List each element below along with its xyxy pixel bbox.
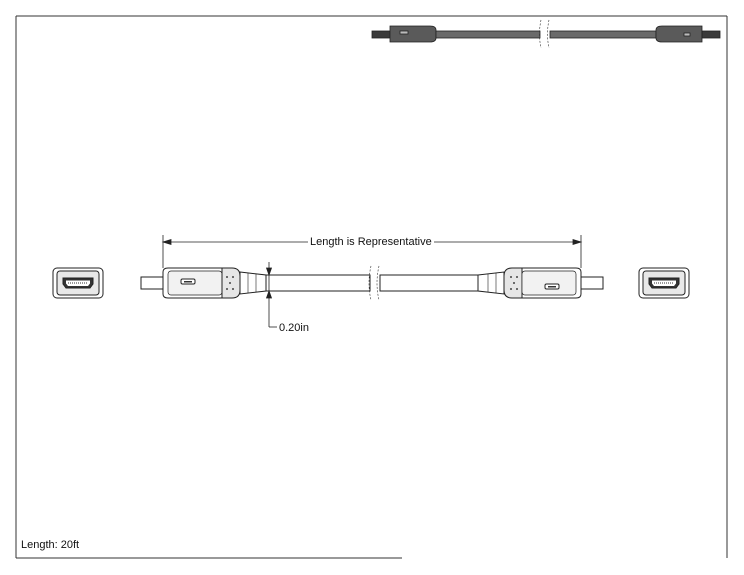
micro-usb-port-icon bbox=[180, 278, 196, 285]
left-hdmi-connector bbox=[52, 267, 104, 299]
hdmi-port-icon bbox=[648, 277, 680, 289]
right-hdmi-connector bbox=[638, 267, 690, 299]
overview-cable-break-icon bbox=[539, 19, 550, 49]
length-note: Length: 20ft bbox=[21, 539, 80, 551]
micro-usb-port-icon bbox=[544, 283, 560, 290]
diameter-annotation: 0.20in bbox=[279, 322, 309, 334]
sheet-border bbox=[15, 15, 728, 559]
hdmi-port-icon bbox=[62, 277, 94, 289]
diameter-dimension bbox=[265, 262, 277, 328]
length-annotation: Length is Representative bbox=[308, 236, 434, 248]
overview-cable bbox=[371, 19, 721, 49]
main-cable bbox=[140, 265, 604, 301]
